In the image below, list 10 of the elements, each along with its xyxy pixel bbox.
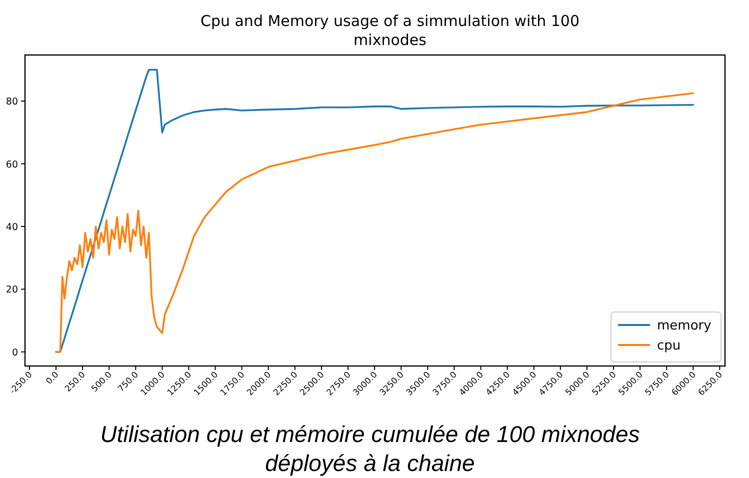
caption: Utilisation cpu et mémoire cumulée de 100 mixnodes déployés à la chaine: [99, 420, 641, 478]
x-tick-label: 0.0: [44, 370, 62, 387]
legend-label: cpu: [657, 338, 681, 354]
y-tick-label: 20: [6, 284, 18, 296]
y-tick-label: 80: [6, 96, 18, 108]
y-tick-label: 40: [6, 222, 18, 233]
legend-label: memory: [657, 318, 712, 334]
y-tick-label: 0: [12, 347, 18, 358]
y-tick-label: 60: [6, 159, 18, 170]
chart-title: Cpu and Memory usage of a simmulation with 100 mixnodes: [199, 12, 581, 50]
